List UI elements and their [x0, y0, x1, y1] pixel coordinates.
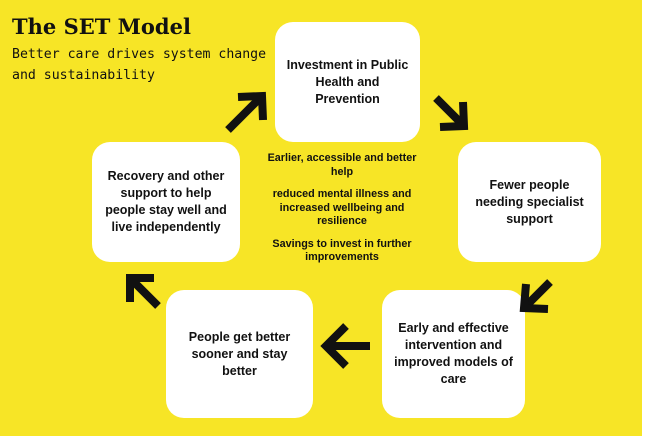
- box-recovery-label: Recovery and other support to help peopl…: [105, 169, 227, 234]
- center-text-line-2: reduced mental illness and increased wel…: [272, 188, 412, 227]
- diagram-title: The SET Model: [12, 14, 191, 39]
- box-fewer-people-label: Fewer people needing specialist support: [475, 177, 584, 226]
- arrow-down-left-icon: [519, 279, 553, 313]
- box-investment-label: Investment in Public Health and Preventi…: [286, 57, 409, 106]
- arrow-up-left-icon: [126, 274, 161, 309]
- center-text: Earlier, accessible and better help redu…: [262, 152, 422, 274]
- box-get-better-label: People get better sooner and stay better: [188, 329, 291, 378]
- box-fewer-people: Fewer people needing specialist support: [458, 142, 601, 262]
- arrow-up-right-icon: [225, 91, 267, 133]
- arrow-down-right-icon: [433, 95, 469, 131]
- diagram-subtitle: Better care drives system change and sus…: [12, 47, 267, 83]
- center-text-line-1: Earlier, accessible and better help: [267, 152, 417, 178]
- box-recovery: Recovery and other support to help peopl…: [92, 142, 240, 262]
- box-early-intervention-label: Early and effective intervention and imp…: [394, 321, 513, 386]
- box-get-better: People get better sooner and stay better: [166, 290, 313, 418]
- arrow-left-icon: [320, 323, 370, 369]
- box-investment: Investment in Public Health and Preventi…: [275, 22, 420, 142]
- center-text-line-3: Savings to invest in further improvement…: [272, 237, 412, 264]
- box-early-intervention: Early and effective intervention and imp…: [382, 290, 525, 418]
